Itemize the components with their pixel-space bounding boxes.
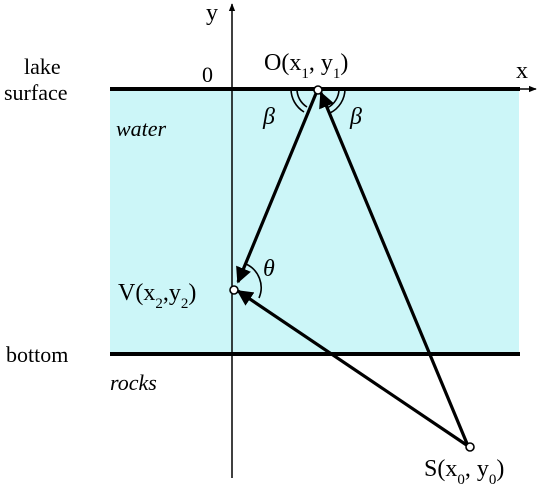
point-v xyxy=(229,285,239,295)
beta-left-label: β xyxy=(262,104,275,130)
beta-arc-left-inner xyxy=(296,88,308,108)
point-s-label: S(x0, y0) xyxy=(424,456,504,488)
point-o-label: O(x1, y1) xyxy=(264,50,348,82)
surface-label: surface xyxy=(4,80,68,105)
water-label: water xyxy=(116,116,167,141)
water-region xyxy=(110,89,519,354)
beta-arc-left-outer xyxy=(290,88,305,113)
point-o xyxy=(313,85,323,95)
theta-label: θ xyxy=(263,256,275,282)
y-axis-label: y xyxy=(206,0,218,26)
bottom-label: bottom xyxy=(6,342,68,367)
beta-right-label: β xyxy=(349,104,362,130)
x-axis-label: x xyxy=(516,58,528,84)
ray-s-to-v xyxy=(236,289,469,448)
ray-o-to-v xyxy=(236,90,319,284)
point-v-label: V(x2,y2) xyxy=(118,280,196,312)
beta-arc-right-outer xyxy=(329,88,346,114)
point-s xyxy=(465,442,475,452)
rocks-label: rocks xyxy=(110,370,157,395)
lake-label: lake xyxy=(24,54,61,79)
origin-label: 0 xyxy=(202,62,213,87)
ray-s-to-o xyxy=(319,91,470,447)
